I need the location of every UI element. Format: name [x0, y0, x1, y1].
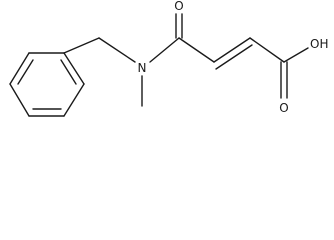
alkene-double-bond: [215, 44, 253, 70]
benzene-ring: [9, 52, 85, 117]
ring-bond: [63, 83, 85, 117]
ring-bond: [63, 52, 85, 85]
n-to-carbonyl-bond: [149, 37, 180, 63]
carboxyl-to-hydroxyl-bond: [283, 47, 309, 63]
nitrogen-atom-label: N: [138, 61, 147, 75]
ring-bond: [9, 83, 30, 117]
ring-double-bond-inner: [17, 59, 34, 85]
chemical-structure: N O OH O: [9, 0, 328, 117]
ch2-to-n-bond: [98, 37, 136, 63]
alkene-double-bond: [213, 37, 251, 63]
ring-double-bond-inner: [60, 59, 77, 85]
acid-oxygen-label: O: [279, 101, 288, 115]
carbonyl-oxygen-label: O: [174, 0, 183, 13]
ring-to-ch2-bond: [63, 37, 100, 54]
hydroxyl-label: OH: [310, 37, 328, 51]
carbonyl-to-alkene-bond: [178, 37, 215, 63]
ring-bond: [9, 52, 30, 85]
alkene-to-carboxyl-bond: [249, 37, 285, 63]
